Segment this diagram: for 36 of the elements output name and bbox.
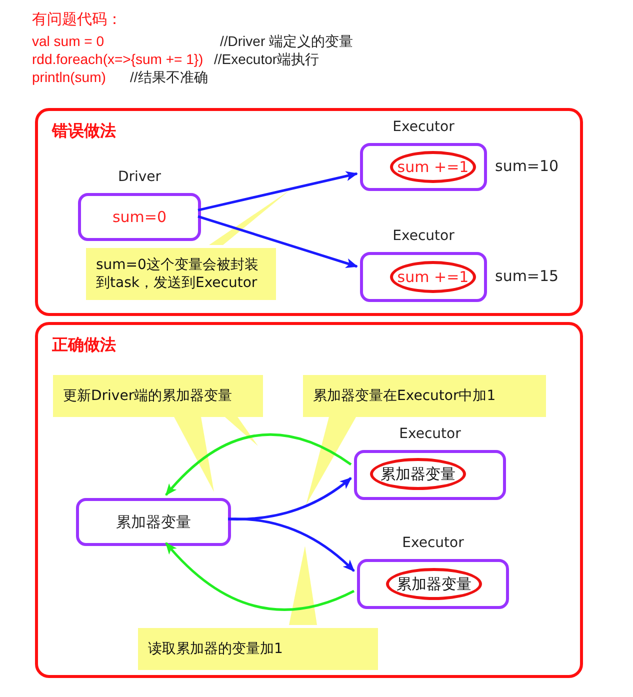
callout-pointer (209, 190, 290, 245)
callout: sum=0这个变量会被封装到task，发送到Executor (86, 248, 276, 300)
ellipse: 累加器变量 (386, 568, 482, 600)
arrow (228, 518, 355, 572)
ellipse: 累加器变量 (370, 458, 466, 490)
panel-title: 错误做法 (52, 121, 116, 142)
node-heading: Executor (401, 535, 465, 551)
code-comment: //Driver 端定义的变量 (220, 33, 353, 51)
code-line: val sum = 0 (32, 33, 104, 49)
process-box: 累加器变量 (76, 498, 231, 546)
value-label: sum=15 (495, 267, 559, 285)
node-heading: Executor (392, 119, 456, 135)
callout: 读取累加器的变量加1 (138, 628, 378, 670)
ellipse: sum +=1 (390, 261, 476, 293)
arrow (198, 171, 358, 212)
ellipse: sum +=1 (390, 151, 476, 183)
code-line: println(sum) (32, 69, 106, 85)
panel-title: 正确做法 (52, 335, 116, 356)
panel (35, 108, 583, 316)
value-label: sum=10 (495, 157, 559, 175)
node-heading: Executor (398, 426, 462, 442)
heading: 有问题代码： (32, 10, 122, 29)
callout-pointer (172, 414, 214, 492)
arrow (165, 542, 355, 611)
callout-pointer (306, 414, 358, 505)
panel (35, 322, 583, 678)
code-line: rdd.foreach(x=>{sum += 1}) (32, 51, 204, 67)
arrow (198, 215, 358, 268)
code-comment: //Executor端执行 (214, 51, 320, 69)
process-box: sum=0 (78, 193, 201, 241)
node-heading: Driver (116, 169, 162, 185)
arrow (228, 477, 352, 520)
node-heading: Executor (392, 228, 456, 244)
callout-pointer (289, 546, 317, 625)
code-comment: //结果不准确 (130, 69, 208, 87)
arrow (165, 433, 352, 496)
